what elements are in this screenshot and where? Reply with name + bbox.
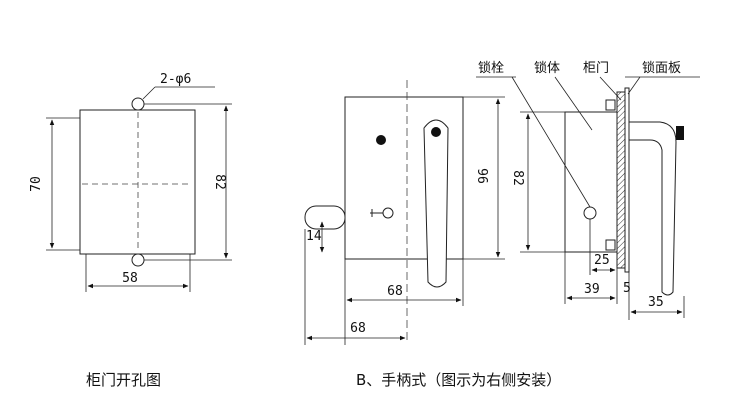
dim-82: 82 bbox=[212, 174, 227, 190]
hole-label: 2-φ6 bbox=[160, 72, 191, 87]
cutout-outline bbox=[79, 109, 196, 255]
screw-bottom bbox=[605, 239, 616, 251]
mount-hole-top bbox=[131, 97, 145, 111]
dim-68-lower: 68 bbox=[350, 321, 366, 336]
leader-panel bbox=[627, 76, 641, 95]
latch-icon bbox=[382, 207, 394, 219]
dim-96: 96 bbox=[474, 168, 489, 184]
cutout-caption: 柜门开孔图 bbox=[86, 371, 162, 389]
label-door: 柜门 bbox=[583, 61, 609, 76]
label-bolt: 锁栓 bbox=[478, 60, 504, 76]
dim-35: 35 bbox=[648, 295, 664, 310]
hole-label-leader bbox=[142, 86, 156, 100]
side-view: 82 25 39 5 35 锁栓 锁体 柜门 锁面板 bbox=[476, 60, 700, 320]
cabinet-door-section bbox=[616, 91, 626, 269]
handle-side-profile bbox=[628, 121, 677, 296]
dim-58: 58 bbox=[122, 271, 138, 286]
lock-face-panel bbox=[624, 87, 630, 273]
leader-bolt bbox=[511, 76, 591, 208]
lock-body-side bbox=[564, 111, 618, 253]
dim-25: 25 bbox=[594, 253, 610, 268]
leader-door bbox=[599, 76, 622, 101]
front-view: 14 96 68 68 bbox=[304, 80, 505, 345]
handle-tip bbox=[676, 126, 684, 140]
handle-pivot-dot bbox=[431, 127, 441, 137]
dim-side-82: 82 bbox=[510, 170, 525, 186]
keyhole-dot bbox=[376, 135, 386, 145]
leader-body bbox=[554, 76, 593, 131]
lock-bolt bbox=[304, 205, 346, 230]
mount-hole-bottom bbox=[131, 253, 145, 267]
cutout-drawing: 2-φ6 70 82 58 bbox=[29, 72, 232, 292]
label-body: 锁体 bbox=[534, 60, 560, 76]
lock-front-plate bbox=[344, 96, 464, 260]
dim-14: 14 bbox=[306, 229, 322, 244]
dim-68-upper: 68 bbox=[387, 284, 403, 299]
dim-5: 5 bbox=[623, 281, 631, 296]
screw-top bbox=[605, 99, 616, 111]
label-panel: 锁面板 bbox=[642, 60, 681, 76]
dim-70: 70 bbox=[29, 176, 44, 192]
side-bolt bbox=[583, 206, 597, 220]
dim-39: 39 bbox=[584, 282, 600, 297]
handle-caption: B、手柄式（图示为右侧安装） bbox=[356, 371, 562, 389]
handle-outline bbox=[423, 119, 449, 288]
